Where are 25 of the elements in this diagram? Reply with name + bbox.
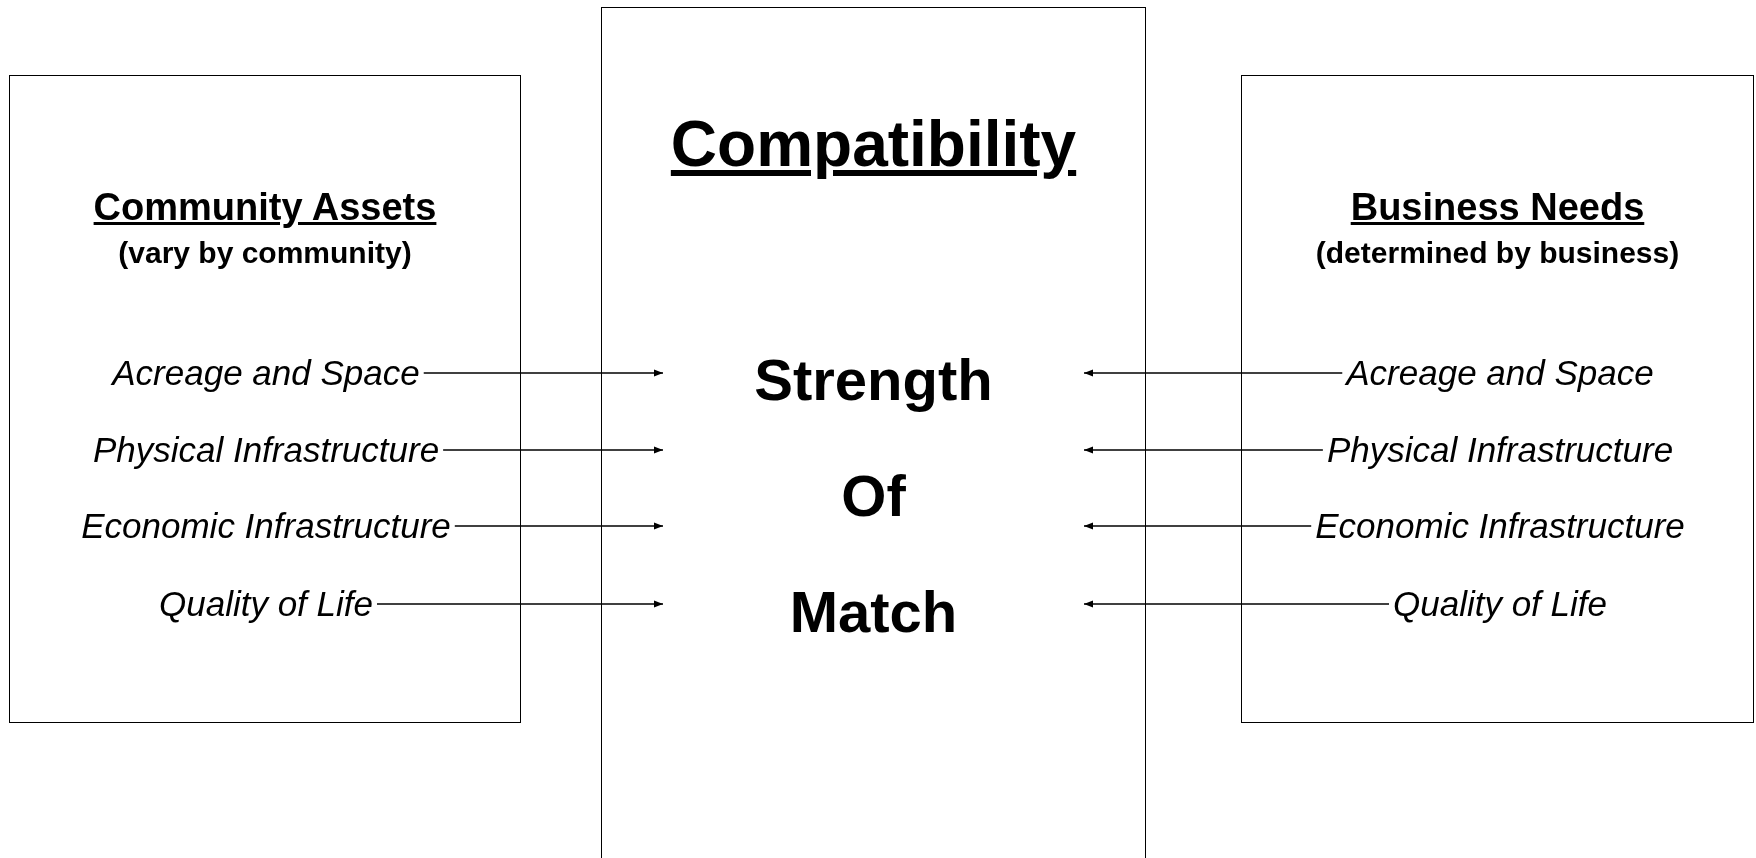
arrow [442,446,664,454]
arrow [1083,600,1390,608]
center-text: Strength Of Match [753,345,994,646]
arrow [454,522,664,530]
heading: Community Assets [93,186,437,230]
panel-box [9,75,521,723]
heading: Business Needs [1350,186,1645,230]
subheading: (determined by business) [1315,235,1680,270]
item-text: Quality of Life [159,584,373,624]
heading: Compatibility [670,108,1077,182]
arrow [1083,522,1312,530]
item-text: Economic Infrastructure [1315,506,1685,546]
item-text: Physical Infrastructure [1326,430,1674,470]
item-text: Acreage and Space [1346,353,1654,393]
item-text: Economic Infrastructure [81,506,451,546]
arrow [1083,446,1324,454]
arrow [423,369,664,377]
subheading: (vary by community) [118,235,412,270]
panel-box [601,7,1146,858]
arrow [376,600,664,608]
arrow [1083,369,1343,377]
panel-box [1241,75,1754,723]
item-text: Physical Infrastructure [92,430,440,470]
item-text: Acreage and Space [112,353,420,393]
item-text: Quality of Life [1393,584,1607,624]
